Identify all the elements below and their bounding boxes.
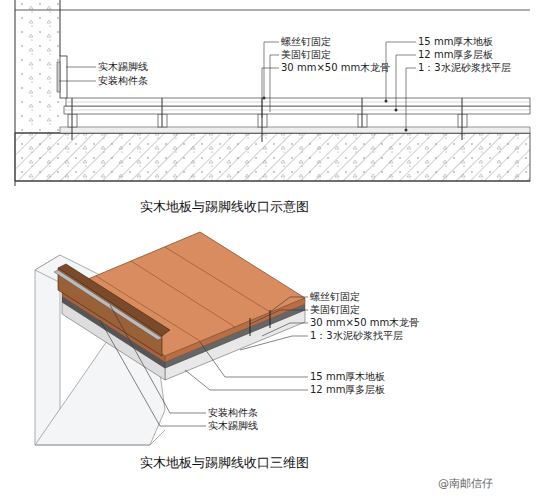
- part-label: 30 mm×50 mm木龙骨: [281, 62, 390, 74]
- part-label: 安装构件条: [98, 75, 148, 87]
- part-label: 1：3水泥砂浆找平层: [418, 62, 511, 74]
- part-label: 12 mm厚多层板: [418, 49, 493, 61]
- part-label: 螺丝钉固定: [310, 291, 360, 303]
- caption: 实木地板与踢脚线收口三维图: [140, 456, 309, 471]
- part-label: 实木踢脚线: [208, 420, 258, 432]
- part-label: 30 mm×50 mm木龙骨: [310, 317, 419, 329]
- part-label: 15 mm厚木地板: [310, 371, 385, 383]
- part-label: 美固钉固定: [281, 49, 331, 61]
- isometric-view: [35, 232, 308, 445]
- part-label: 实木踢脚线: [98, 61, 148, 73]
- part-label: 15 mm厚木地板: [418, 36, 493, 48]
- watermark: @南邮信仔: [438, 478, 493, 491]
- part-label: 安装构件条: [208, 407, 258, 419]
- caption: 实木地板与踢脚线收口示意图: [140, 200, 309, 215]
- part-label: 螺丝钉固定: [281, 36, 331, 48]
- part-label: 美固钉固定: [310, 304, 360, 316]
- section-view: [15, 0, 530, 186]
- part-label: 12 mm厚多层板: [310, 384, 385, 396]
- part-label: 1：3水泥砂浆找平层: [310, 330, 403, 342]
